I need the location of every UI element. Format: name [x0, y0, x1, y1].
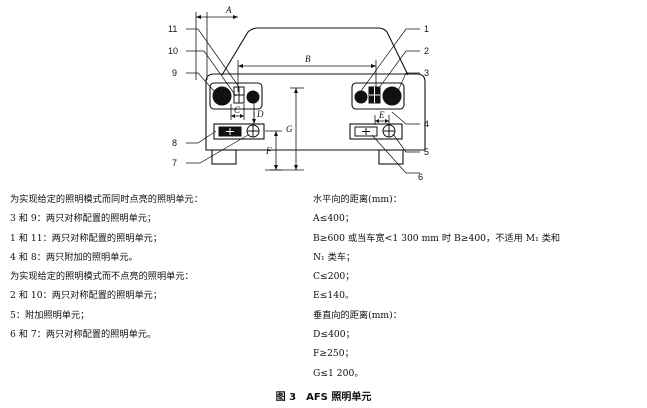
legend-line: F≥250；: [313, 348, 354, 360]
callout-8: 8: [172, 138, 177, 148]
afs-vehicle-diagram: 11 10 9 8 7 1 2 3 4 5 6 A B C D E F G: [168, 5, 429, 182]
figure-caption: 图 3 AFS 照明单元: [275, 392, 372, 403]
callout-10: 10: [168, 46, 178, 56]
lamp-1: [354, 90, 368, 104]
callout-2: 2: [424, 46, 429, 56]
callout-3: 3: [424, 68, 429, 78]
legend-line: 垂直向的距离(mm)：: [313, 309, 402, 321]
legend-line: 6 和 7：两只对称配置的照明单元。: [10, 329, 157, 341]
callout-4: 4: [424, 119, 429, 129]
callout-9: 9: [172, 68, 177, 78]
legend-line: G≤1 200。: [313, 367, 364, 379]
legend-line: 为实现给定的照明模式而同时点亮的照明单元：: [10, 194, 203, 205]
legend-line: 为实现给定的照明模式而不点亮的照明单元：: [10, 271, 194, 283]
lamp-3: [382, 86, 402, 106]
dim-f-label: F: [265, 146, 272, 156]
lamp-9: [212, 86, 232, 106]
left-lower-lamp-housing: [213, 123, 265, 140]
legend-line: D≤400；: [313, 329, 355, 341]
callout-11: 11: [168, 24, 177, 34]
dim-b-label: B: [305, 54, 311, 64]
legend-line: B≥600 或当车宽<1 300 mm 时 B≥400，不适用 M₁ 类和: [313, 232, 561, 244]
legend-line: 5：附加照明单元；: [10, 309, 90, 321]
legend-line: 1 和 11：两只对称配置的照明单元；: [10, 232, 163, 244]
right-upper-lamp-housing: [351, 82, 405, 110]
vehicle-roof-outline: [221, 27, 409, 76]
dim-a-label: A: [225, 5, 232, 15]
dim-e-label: E: [378, 110, 385, 120]
legend-distances: 水平向的距离(mm)： A≤400； B≥600 或当车宽<1 300 mm 时…: [313, 190, 560, 383]
callout-5: 5: [424, 147, 429, 157]
right-wheel: [378, 149, 404, 165]
dim-d-label: D: [256, 109, 264, 119]
callout-6: 6: [418, 172, 423, 182]
legend-line: C≤200；: [313, 271, 355, 283]
legend-line: 水平向的距离(mm)：: [313, 194, 402, 205]
callout-1: 1: [424, 24, 429, 34]
legend-line: N₁ 类车；: [313, 251, 356, 263]
vehicle-body-outline: [205, 73, 426, 151]
dim-g-label: G: [286, 124, 293, 134]
callout-7: 7: [172, 158, 177, 168]
legend-line: 4 和 8：两只附加的照明单元。: [10, 251, 138, 263]
dim-c-label: C: [234, 105, 241, 115]
legend-line: E≤140。: [313, 290, 355, 302]
left-wheel: [211, 149, 237, 165]
legend-line: 2 和 10：两只对称配置的照明单元；: [10, 290, 163, 302]
legend-line: A≤400；: [313, 213, 355, 225]
legend-line: 3 和 9：两只对称配置的照明单元；: [10, 213, 157, 225]
legend-lit-units: 为实现给定的照明模式而同时点亮的照明单元： 3 和 9：两只对称配置的照明单元；…: [10, 190, 203, 344]
